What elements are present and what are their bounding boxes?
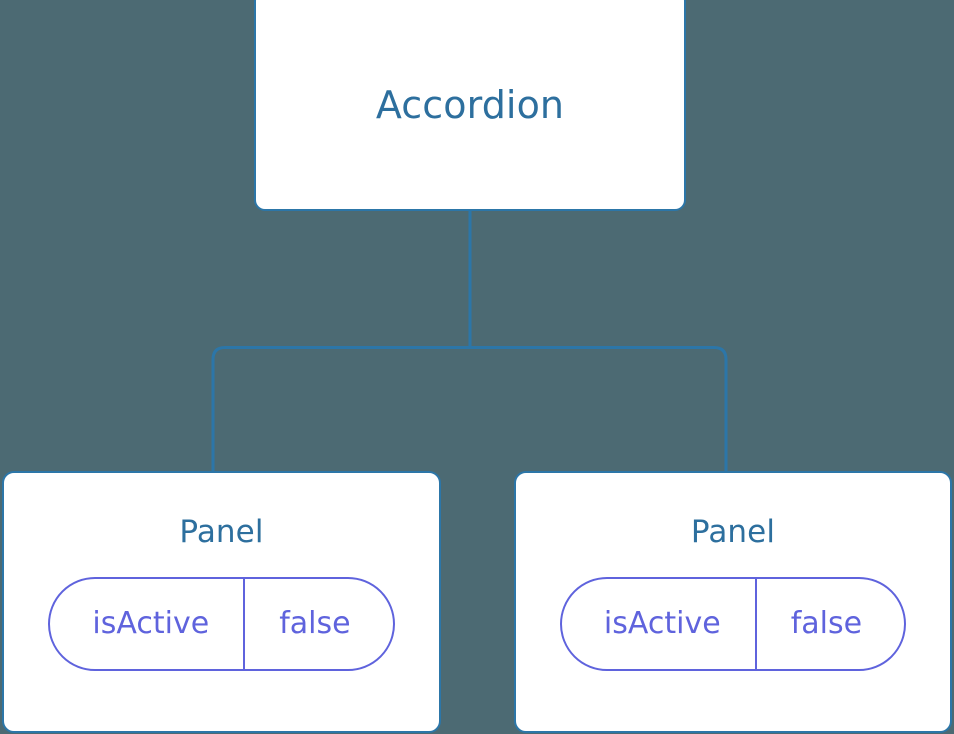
state-value-panel-1: false: [279, 606, 351, 641]
state-value-panel-2: false: [790, 606, 863, 641]
node-panel-2-title: Panel: [690, 514, 776, 550]
node-accordion-title: Accordion: [375, 82, 565, 127]
state-pill-panel-2[interactable]: isActive false: [559, 577, 907, 671]
node-panel-1[interactable]: Panel isActive false: [2, 471, 441, 733]
edge-to-panel-right: [470, 346, 728, 473]
state-key-panel-2: isActive: [562, 579, 757, 669]
state-pill-panel-1[interactable]: isActive false: [48, 577, 395, 671]
node-panel-2[interactable]: Panel isActive false: [514, 471, 952, 733]
state-key-panel-1: isActive: [50, 579, 246, 669]
node-panel-1-title: Panel: [179, 514, 264, 550]
edge-to-panel-left: [211, 346, 470, 473]
node-accordion[interactable]: Accordion: [254, 0, 686, 211]
